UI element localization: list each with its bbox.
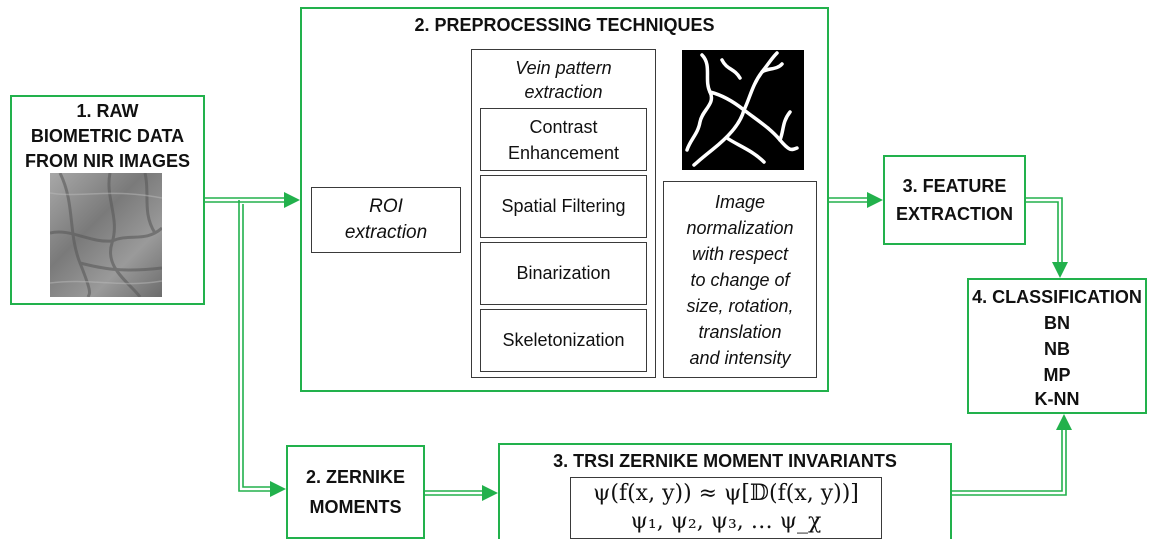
arrow-feature-to-classification (1026, 197, 1068, 278)
classification-title: 4. CLASSIFICATION (972, 287, 1142, 307)
preprocessing-box: 2. PREPROCESSING TECHNIQUES ROI extracti… (300, 7, 829, 392)
arrow-raw-to-preprocessing (205, 192, 300, 208)
feature-extraction-title: 3. FEATURE EXTRACTION (896, 176, 1013, 224)
arrow-raw-to-zernike (238, 200, 286, 497)
zernike-moments-title: 2. ZERNIKE MOMENTS (305, 467, 406, 517)
trsi-invariants-box: 3. TRSI ZERNIKE MOMENT INVARIANTS ψ(f(x,… (498, 443, 952, 539)
invariants-equation-box: ψ(f(x, y)) ≈ ψ[𝔻(f(x, y))] ψ₁, ψ₂, ψ₃, …… (570, 477, 882, 539)
contrast-enhancement-box: Contrast Enhancement (480, 108, 647, 171)
image-normalization-box: Image normalization with respect to chan… (663, 181, 817, 378)
raw-data-title: 1. RAW BIOMETRIC DATA FROM NIR IMAGES (25, 101, 190, 171)
invariant-sequence: ψ₁, ψ₂, ψ₃, … ψ_χ (630, 509, 822, 534)
binarization-box: Binarization (480, 242, 647, 305)
classification-box: 4. CLASSIFICATION BN NB MP K-NN (967, 278, 1147, 414)
arrow-trsi-to-classification (952, 414, 1072, 496)
classification-method-nb: NB (1044, 339, 1070, 359)
vein-extraction-title: Vein pattern extraction (515, 58, 612, 102)
preprocessing-title: 2. PREPROCESSING TECHNIQUES (414, 15, 715, 35)
invariance-equation: ψ(f(x, y)) ≈ ψ[𝔻(f(x, y))] (593, 481, 859, 506)
roi-extraction-box: ROI extraction (311, 187, 461, 253)
classification-method-mp: MP (1043, 365, 1071, 385)
arrow-preprocessing-to-feature (828, 192, 883, 208)
raw-data-box: 1. RAW BIOMETRIC DATA FROM NIR IMAGES (10, 95, 205, 305)
classification-method-bn: BN (1044, 313, 1070, 333)
zernike-moments-box: 2. ZERNIKE MOMENTS (286, 445, 425, 539)
trsi-invariants-title: 3. TRSI ZERNIKE MOMENT INVARIANTS (553, 451, 897, 471)
skeletonization-box: Skeletonization (480, 309, 647, 372)
vein-extraction-box: Vein pattern extraction Contrast Enhance… (471, 49, 656, 378)
feature-extraction-box: 3. FEATURE EXTRACTION (883, 155, 1026, 245)
skeleton-vein-image (682, 50, 804, 170)
spatial-filtering-box: Spatial Filtering (480, 175, 647, 238)
arrow-zernike-to-trsi (425, 485, 498, 501)
classification-method-knn: K-NN (1034, 389, 1080, 409)
nir-vein-image (50, 173, 162, 297)
